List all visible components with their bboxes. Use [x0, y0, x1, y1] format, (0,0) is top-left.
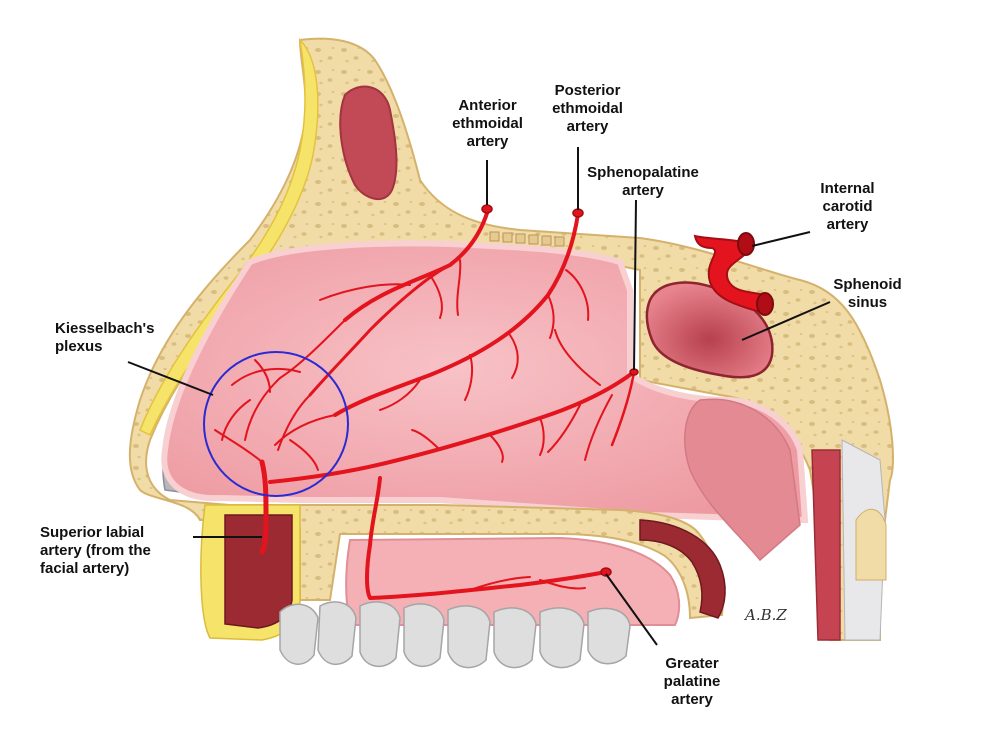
label-sphenopalatine-artery: Sphenopalatine artery	[587, 164, 699, 199]
greater-palatine-vessel	[365, 476, 608, 600]
hard-palate	[229, 504, 724, 620]
nasal-cavity	[161, 240, 809, 524]
kiesselbach-vessels	[274, 414, 336, 446]
superior-labial-vessel	[259, 459, 269, 555]
label-superior-labial-artery: Superior labial artery (from the facial …	[40, 524, 151, 577]
label-sphenoid-sinus: Sphenoid sinus	[833, 276, 902, 311]
label-internal-carotid-artery: Internal carotid artery	[820, 180, 875, 233]
internal-carotid-shape	[693, 232, 774, 316]
pharyngeal-wall	[811, 439, 887, 641]
cribriform-plate	[489, 231, 565, 247]
label-anterior-ethmoidal-artery: Anterior ethmoidal artery	[452, 97, 523, 150]
vessel-endpoints	[481, 204, 639, 577]
label-greater-palatine-artery: Greater palatine artery	[663, 655, 721, 708]
leader-lines	[127, 147, 831, 646]
kiesselbach-circle	[203, 351, 349, 497]
teeth	[279, 601, 631, 669]
soft-palate	[639, 519, 726, 619]
arterial-network	[214, 208, 636, 600]
nasopharynx	[684, 398, 801, 562]
label-kiesselbachs-plexus: Kiesselbach's plexus	[55, 320, 155, 355]
artist-signature: A.B.Z	[745, 606, 787, 624]
sphenopalatine-vessel	[268, 370, 636, 484]
oral-mucosa	[345, 536, 681, 626]
posterior-ethmoidal-vessel	[333, 212, 580, 417]
frontal-sinus	[339, 85, 398, 200]
label-posterior-ethmoidal-artery: Posterior ethmoidal artery	[552, 82, 623, 135]
nasal-skin	[139, 37, 319, 437]
